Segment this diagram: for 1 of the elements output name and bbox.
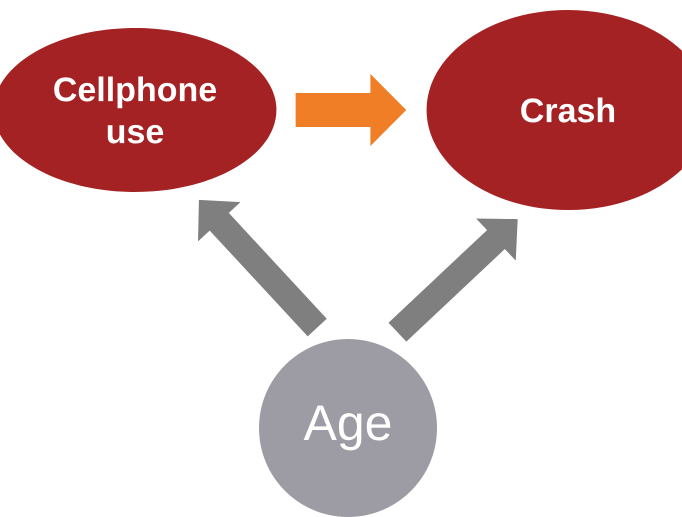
block-arrow	[388, 218, 518, 342]
